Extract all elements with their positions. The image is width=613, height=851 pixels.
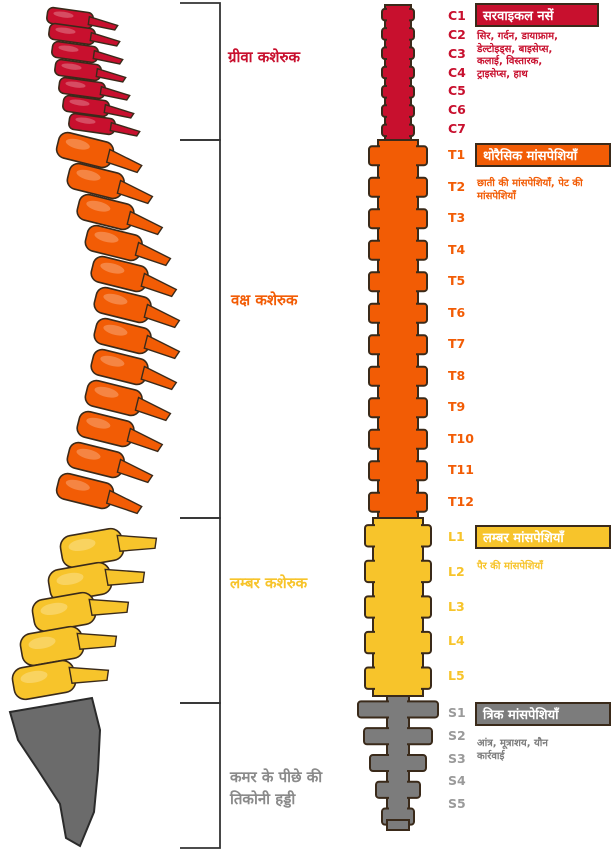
vertebra-label-l2: L2 [448, 564, 478, 579]
vertebra-label-t5: T5 [448, 273, 478, 288]
bracket-sacral [180, 703, 220, 848]
group-desc-sacral: आंत्र, मूत्राशय, यौन कार्रवाई [477, 738, 577, 763]
vertebra-label-c4: C4 [448, 65, 478, 80]
segment-column [358, 5, 438, 830]
bone-l1 [59, 521, 159, 569]
region-label-thoracic: वक्ष कशेरुक [231, 289, 298, 311]
vertebra-label-s5: S5 [448, 796, 478, 811]
vertebra-label-s1: S1 [448, 705, 478, 720]
bone-t12 [55, 472, 146, 518]
vertebra-label-c3: C3 [448, 46, 478, 61]
region-label-cervical: ग्रीवा कशेरुक [228, 46, 300, 68]
vertebra-label-t2: T2 [448, 179, 478, 194]
vertebra-label-t10: T10 [448, 431, 478, 446]
region-label-lumbar: लम्बर कशेरुक [230, 572, 307, 594]
anatomical-spine [10, 7, 183, 846]
vertebra-label-l5: L5 [448, 668, 478, 683]
bone-sacrum [10, 698, 100, 846]
region-brackets [180, 3, 220, 848]
vertebra-label-c7: C7 [448, 121, 478, 136]
vertebra-label-t1: T1 [448, 147, 478, 162]
region-label-sacral: कमर के पीछे की तिकोनी हड्डी [230, 766, 360, 810]
bone-l4 [19, 619, 119, 667]
group-desc-thoracic: छाती की मांसपेशियाँ, पेट की मांसपेशियाँ [477, 178, 587, 203]
vertebra-label-t7: T7 [448, 336, 478, 351]
group-desc-cervical: सिर, गर्दन, डायाफ्राम, डेल्टोइड्स, बाइसे… [477, 31, 577, 81]
vertebra-label-s2: S2 [448, 728, 478, 743]
vertebra-label-c2: C2 [448, 27, 478, 42]
bracket-lumbar [180, 518, 220, 703]
vertebra-label-t4: T4 [448, 242, 478, 257]
vertebra-label-c6: C6 [448, 102, 478, 117]
vertebra-label-t12: T12 [448, 494, 478, 509]
vertebra-label-t8: T8 [448, 368, 478, 383]
vertebra-label-t9: T9 [448, 399, 478, 414]
vertebra-label-s4: S4 [448, 773, 478, 788]
vertebra-label-s3: S3 [448, 751, 478, 766]
group-desc-lumbar: पैर की मांसपेशियाँ [477, 561, 597, 574]
vertebra-label-t3: T3 [448, 210, 478, 225]
vertebra-label-l1: L1 [448, 529, 478, 544]
group-title-sacral: त्रिक मांसपेशियाँ [475, 702, 611, 726]
group-title-thoracic: थोरैसिक मांसपेशियाँ [475, 143, 611, 167]
bone-l3 [31, 585, 131, 633]
vertebra-label-l3: L3 [448, 599, 478, 614]
bracket-cervical [180, 3, 220, 140]
bracket-thoracic [180, 140, 220, 518]
vertebra-label-c5: C5 [448, 83, 478, 98]
vertebra-label-t11: T11 [448, 462, 478, 477]
group-title-cervical: सरवाइकल नसें [475, 3, 599, 27]
vertebra-label-t6: T6 [448, 305, 478, 320]
group-title-lumbar: लम्बर मांसपेशियाँ [475, 525, 611, 549]
vertebra-label-c1: C1 [448, 8, 478, 23]
vertebra-label-l4: L4 [448, 633, 478, 648]
